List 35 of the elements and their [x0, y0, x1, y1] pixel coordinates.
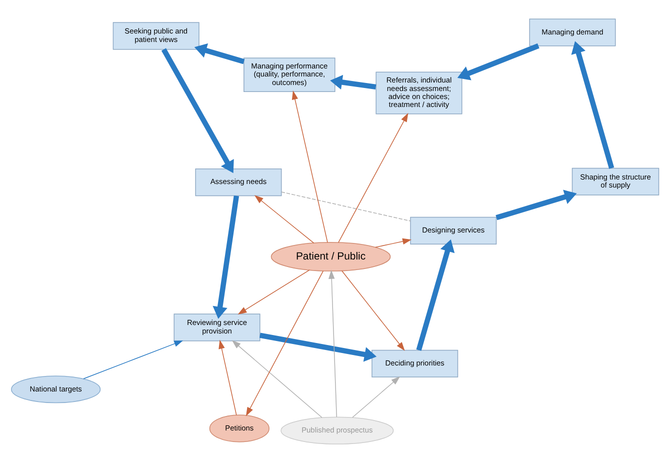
node-box: Managing performance (quality, performance, outcomes)	[244, 58, 336, 92]
arrow	[338, 112, 408, 243]
connector	[281, 192, 411, 222]
arrow	[232, 340, 322, 418]
arrow	[292, 90, 328, 243]
arrow	[259, 332, 377, 362]
arrow	[218, 340, 237, 416]
arrow	[342, 270, 405, 351]
arrow	[194, 43, 245, 64]
node-box: Shaping the structure of supply	[572, 168, 660, 196]
arrow	[352, 376, 400, 418]
node-ellipse: National targets	[11, 376, 101, 404]
arrow	[457, 43, 540, 80]
node-ellipse: Petitions	[209, 414, 270, 442]
arrow	[571, 41, 614, 169]
arrow	[496, 190, 577, 220]
node-box: Assessing needs	[195, 168, 282, 196]
arrow	[416, 239, 455, 351]
arrow	[161, 48, 234, 174]
node-box: Seeking public and patient views	[112, 22, 200, 50]
arrow	[254, 195, 314, 244]
node-box: Reviewing service provision	[174, 314, 260, 342]
node-box: Referrals, individual needs assessment; advice on choices; treatment / activity	[376, 72, 462, 114]
arrow	[328, 270, 338, 418]
arrow	[246, 270, 324, 416]
node-box: Deciding priorities	[372, 350, 458, 378]
arrow	[83, 340, 184, 380]
node-box: Managing demand	[529, 18, 616, 46]
node-ellipse: Published prospectus	[280, 416, 394, 444]
arrow	[212, 196, 240, 319]
node-ellipse: Patient / Public	[270, 242, 391, 272]
arrow	[375, 238, 412, 248]
arrow	[330, 74, 376, 90]
arrow	[238, 270, 310, 315]
node-box: Designing services	[410, 216, 497, 244]
